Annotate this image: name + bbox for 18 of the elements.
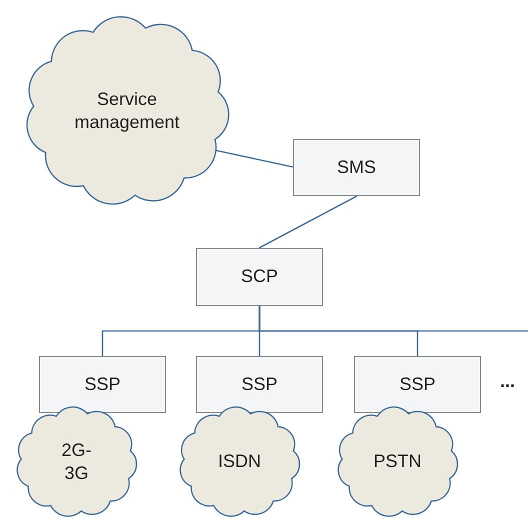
- node-label: 2G-3G: [60, 438, 92, 485]
- node-label: ISDN: [218, 450, 261, 474]
- process-box: [196, 248, 323, 306]
- process-box: [196, 356, 323, 413]
- node-label: SCP: [240, 265, 278, 288]
- node-label: SMS: [336, 156, 376, 179]
- process-box: [354, 356, 481, 413]
- node-label: PSTN: [373, 450, 422, 474]
- node-label: SSP: [84, 372, 121, 396]
- connector-line: [214, 149, 294, 168]
- ellipsis-label: ...: [500, 370, 516, 393]
- node-label: SSP: [399, 372, 436, 396]
- node-label: Service management: [73, 88, 181, 134]
- connector-line: [258, 306, 528, 332]
- process-box: [293, 139, 420, 196]
- connector-line: [258, 195, 358, 249]
- process-box: [39, 356, 166, 413]
- node-label: SSP: [241, 372, 278, 396]
